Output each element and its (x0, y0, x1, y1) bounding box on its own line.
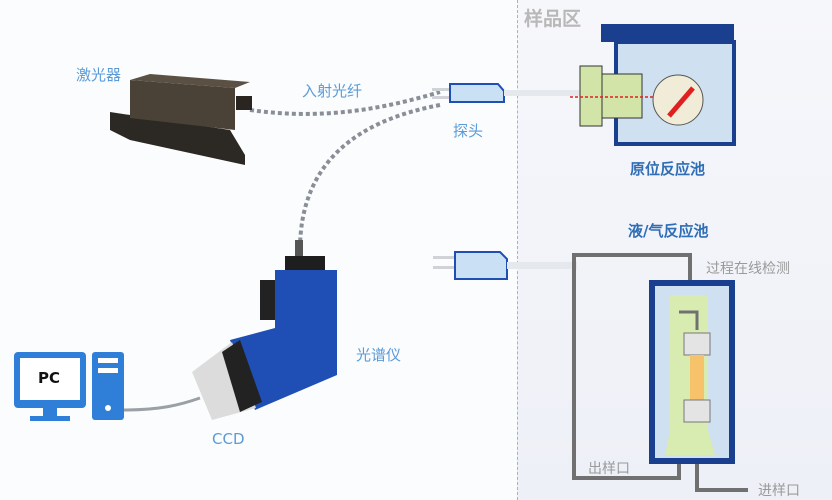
laser-device (110, 74, 252, 165)
probe-label: 探头 (453, 122, 484, 140)
pc-label: PC (38, 369, 61, 387)
process-online-label: 过程在线检测 (706, 261, 790, 277)
ccd-cable (123, 396, 201, 412)
insitu-cell-title: 原位反应池 (630, 160, 706, 178)
pc-icon (14, 352, 124, 421)
incident-fiber-label: 入射光纤 (302, 82, 363, 100)
outlet-label: 出样口 (588, 461, 630, 477)
laser-label: 激光器 (76, 66, 122, 84)
sample-zone-title: 样品区 (524, 8, 582, 30)
spectrometer-label: 光谱仪 (356, 346, 402, 364)
spectrometer-device (192, 240, 337, 420)
inlet-label: 进样口 (758, 483, 800, 499)
liquid-gas-cell-title: 液/气反应池 (628, 222, 709, 240)
insitu-cell (570, 24, 736, 146)
liquid-gas-cell (649, 280, 735, 464)
ccd-label: CCD (212, 430, 245, 448)
collection-fiber (298, 103, 441, 251)
probe-top (432, 83, 584, 103)
probe-bottom (433, 251, 577, 280)
incident-fiber (249, 90, 441, 116)
